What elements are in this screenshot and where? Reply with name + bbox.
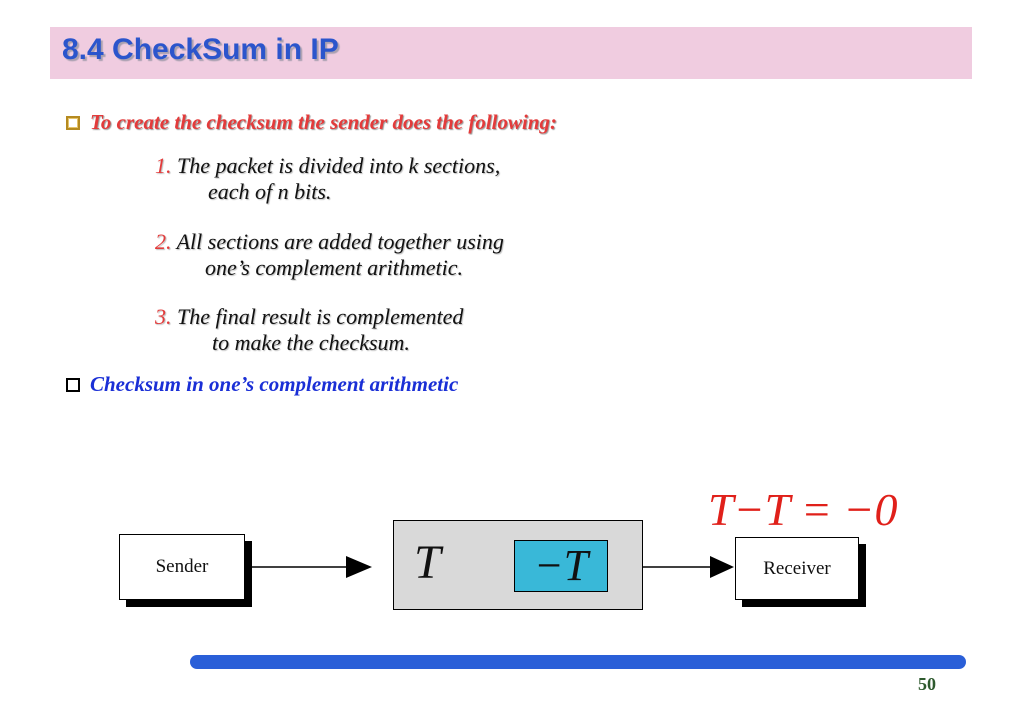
square-bullet-icon [66, 115, 80, 130]
sender-box: Sender [119, 534, 245, 600]
step-number: 2. [155, 229, 172, 254]
arrow-sender-to-packet [245, 556, 372, 578]
square-bullet-icon [66, 377, 80, 392]
step-line-1: The final result is complemented [171, 304, 464, 329]
step-line-2: to make the checksum. [212, 330, 410, 355]
step-line-1: All sections are added together using [171, 229, 504, 254]
step-2: 2. All sections are added together using… [155, 229, 504, 281]
title-bar: 8.4 CheckSum in IP [50, 27, 972, 79]
slide-title: 8.4 CheckSum in IP [62, 33, 339, 66]
step-line-1: The packet is divided into k sections, [171, 153, 501, 178]
step-line-2: each of n bits. [208, 179, 332, 204]
arrow-packet-to-receiver [643, 556, 734, 578]
checksum-equation: T−T = −0 [708, 484, 898, 535]
page-number: 50 [918, 674, 936, 694]
sender-label: Sender [155, 556, 209, 577]
bullet-ones-complement-text: Checksum in one’s complement arithmetic [90, 372, 459, 396]
step-3: 3. The final result is complemented to m… [155, 304, 463, 356]
step-number: 3. [155, 304, 172, 329]
bullet-intro: To create the checksum the sender does t… [66, 110, 557, 135]
step-1: 1. The packet is divided into k sections… [155, 153, 500, 205]
checksum-symbol: −T [514, 540, 608, 592]
bullet-ones-complement: Checksum in one’s complement arithmetic [66, 372, 458, 397]
packet-box: T −T [393, 520, 643, 610]
step-number: 1. [155, 153, 172, 178]
bullet-intro-text: To create the checksum the sender does t… [90, 110, 558, 134]
receiver-box: Receiver [735, 537, 859, 600]
footer-bar [190, 655, 966, 669]
data-symbol: T [414, 536, 441, 589]
receiver-label: Receiver [763, 557, 831, 579]
step-line-2: one’s complement arithmetic. [205, 255, 464, 280]
